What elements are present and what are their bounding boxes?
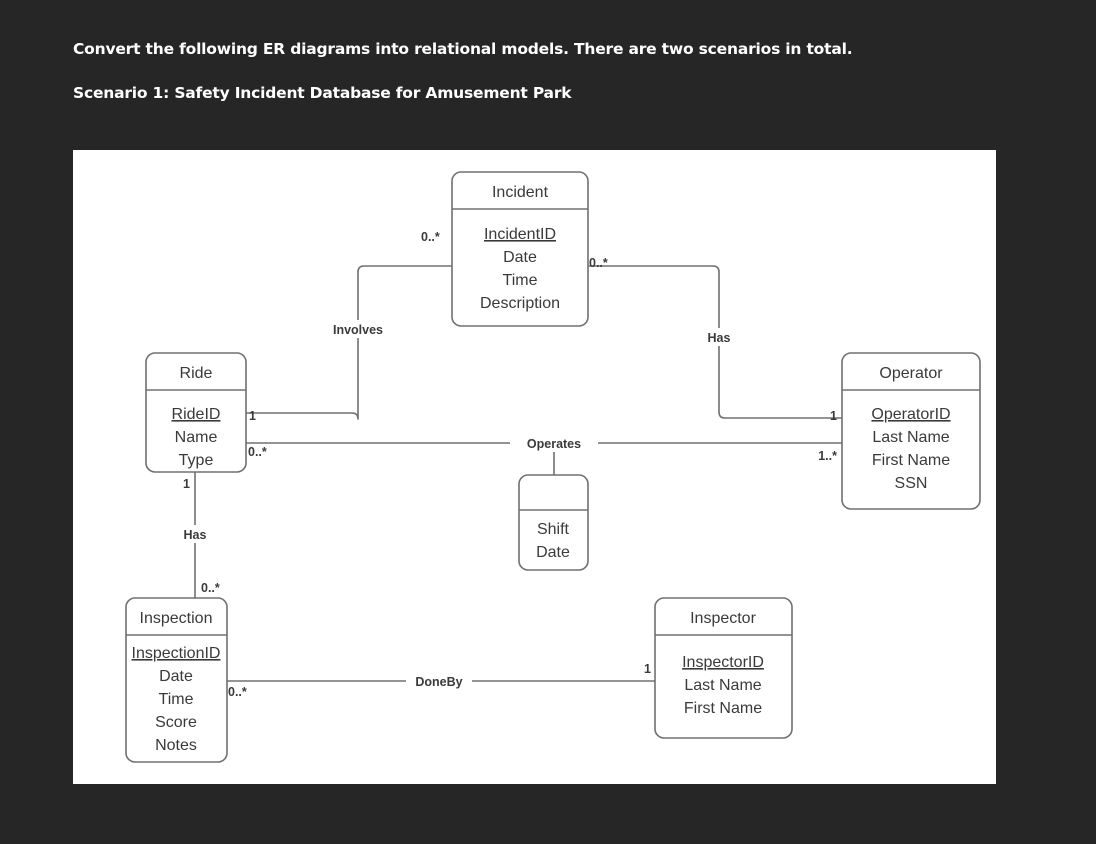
- entity-inspection[interactable]: Inspection InspectionID Date Time Score …: [125, 597, 228, 763]
- er-diagram-card: Incident IncidentID Date Time Descriptio…: [73, 150, 996, 784]
- entity-incident-box[interactable]: [451, 171, 589, 327]
- cardinality-doneby-inspector: 1: [644, 662, 651, 676]
- entity-inspector-title: Inspector: [690, 610, 756, 627]
- involves-line: [245, 265, 453, 420]
- scenario-title: Scenario 1: Safety Incident Database for…: [73, 84, 572, 102]
- entity-inspection-attr-3: Score: [155, 714, 197, 731]
- entity-inspector[interactable]: Inspector InspectorID Last Name First Na…: [654, 597, 793, 739]
- entity-inspector-attr-1: Last Name: [684, 677, 761, 694]
- entity-incident-attr-3: Description: [480, 295, 560, 312]
- cardinality-has-inspection-inspection: 0..*: [201, 581, 220, 595]
- entity-operator-box[interactable]: [841, 352, 981, 510]
- entity-inspector-box[interactable]: [654, 597, 793, 739]
- edge-label-involves-text: Involves: [333, 323, 383, 337]
- entity-operator-attr-3: SSN: [895, 475, 928, 492]
- entity-incident-attr-1: Date: [503, 249, 537, 266]
- entity-operator-attr-0: OperatorID: [871, 406, 950, 423]
- edge-label-operates-text: Operates: [527, 437, 581, 451]
- cardinality-involves-incident: 0..*: [421, 230, 440, 244]
- entity-operates-association-box[interactable]: [518, 474, 589, 571]
- edge-label-involves: Involves: [322, 320, 394, 338]
- cardinality-involves-ride: 1: [249, 409, 256, 423]
- edge-label-doneby-text: DoneBy: [415, 675, 462, 689]
- entity-ride-box[interactable]: [145, 352, 247, 473]
- entity-inspection-box[interactable]: [125, 597, 228, 763]
- entity-ride[interactable]: Ride RideID Name Type: [145, 352, 247, 473]
- entity-ride-attr-2: Type: [179, 452, 214, 469]
- entity-inspector-attr-0: InspectorID: [682, 654, 764, 671]
- cardinality-has-inspection-ride: 1: [183, 477, 190, 491]
- cardinality-doneby-inspection: 0..*: [228, 685, 247, 699]
- entity-inspection-attr-0: InspectionID: [132, 645, 221, 662]
- edge-label-operates: Operates: [510, 434, 598, 452]
- entity-incident-title: Incident: [492, 184, 549, 201]
- prompt-block: Convert the following ER diagrams into r…: [73, 40, 1003, 112]
- entity-operates-association-attr-0: Shift: [537, 521, 570, 538]
- entity-ride-attr-1: Name: [175, 429, 218, 446]
- entity-operator-title: Operator: [879, 365, 943, 382]
- edge-label-has-operator-text: Has: [708, 331, 731, 345]
- entity-operates-association-attr-1: Date: [536, 544, 570, 561]
- entity-incident-attr-2: Time: [503, 272, 538, 289]
- edge-label-has-inspection: Has: [171, 525, 219, 543]
- cardinality-has-operator-incident: 0..*: [589, 256, 608, 270]
- entity-inspection-title: Inspection: [140, 610, 213, 627]
- entity-inspector-attr-2: First Name: [684, 700, 762, 717]
- entity-ride-attr-0: RideID: [172, 406, 221, 423]
- entity-inspection-attr-4: Notes: [155, 737, 197, 754]
- cardinality-labels: 0..* 1 0..* 1 0..* 1..* 1 0..* 0..* 1: [183, 230, 837, 699]
- entity-incident[interactable]: Incident IncidentID Date Time Descriptio…: [451, 171, 589, 327]
- edge-label-doneby: DoneBy: [406, 672, 472, 690]
- er-diagram-canvas: Incident IncidentID Date Time Descriptio…: [125, 171, 981, 763]
- entity-operator-attr-2: First Name: [872, 452, 950, 469]
- entity-operates-association[interactable]: Shift Date: [518, 474, 589, 571]
- entity-operator-attr-1: Last Name: [872, 429, 949, 446]
- entity-operator[interactable]: Operator OperatorID Last Name First Name…: [841, 352, 981, 510]
- cardinality-operates-ride: 0..*: [248, 445, 267, 459]
- cardinality-has-operator-operator: 1: [830, 409, 837, 423]
- entity-incident-attr-0: IncidentID: [484, 226, 556, 243]
- relationship-labels: Involves Has Operates Has DoneBy: [171, 320, 745, 690]
- entity-ride-title: Ride: [180, 365, 213, 382]
- entity-inspection-attr-2: Time: [159, 691, 194, 708]
- cardinality-operates-operator: 1..*: [818, 449, 837, 463]
- edge-label-has-inspection-text: Has: [184, 528, 207, 542]
- edge-label-has-operator: Has: [693, 328, 745, 346]
- entity-inspection-attr-1: Date: [159, 668, 193, 685]
- instruction-text: Convert the following ER diagrams into r…: [73, 40, 853, 58]
